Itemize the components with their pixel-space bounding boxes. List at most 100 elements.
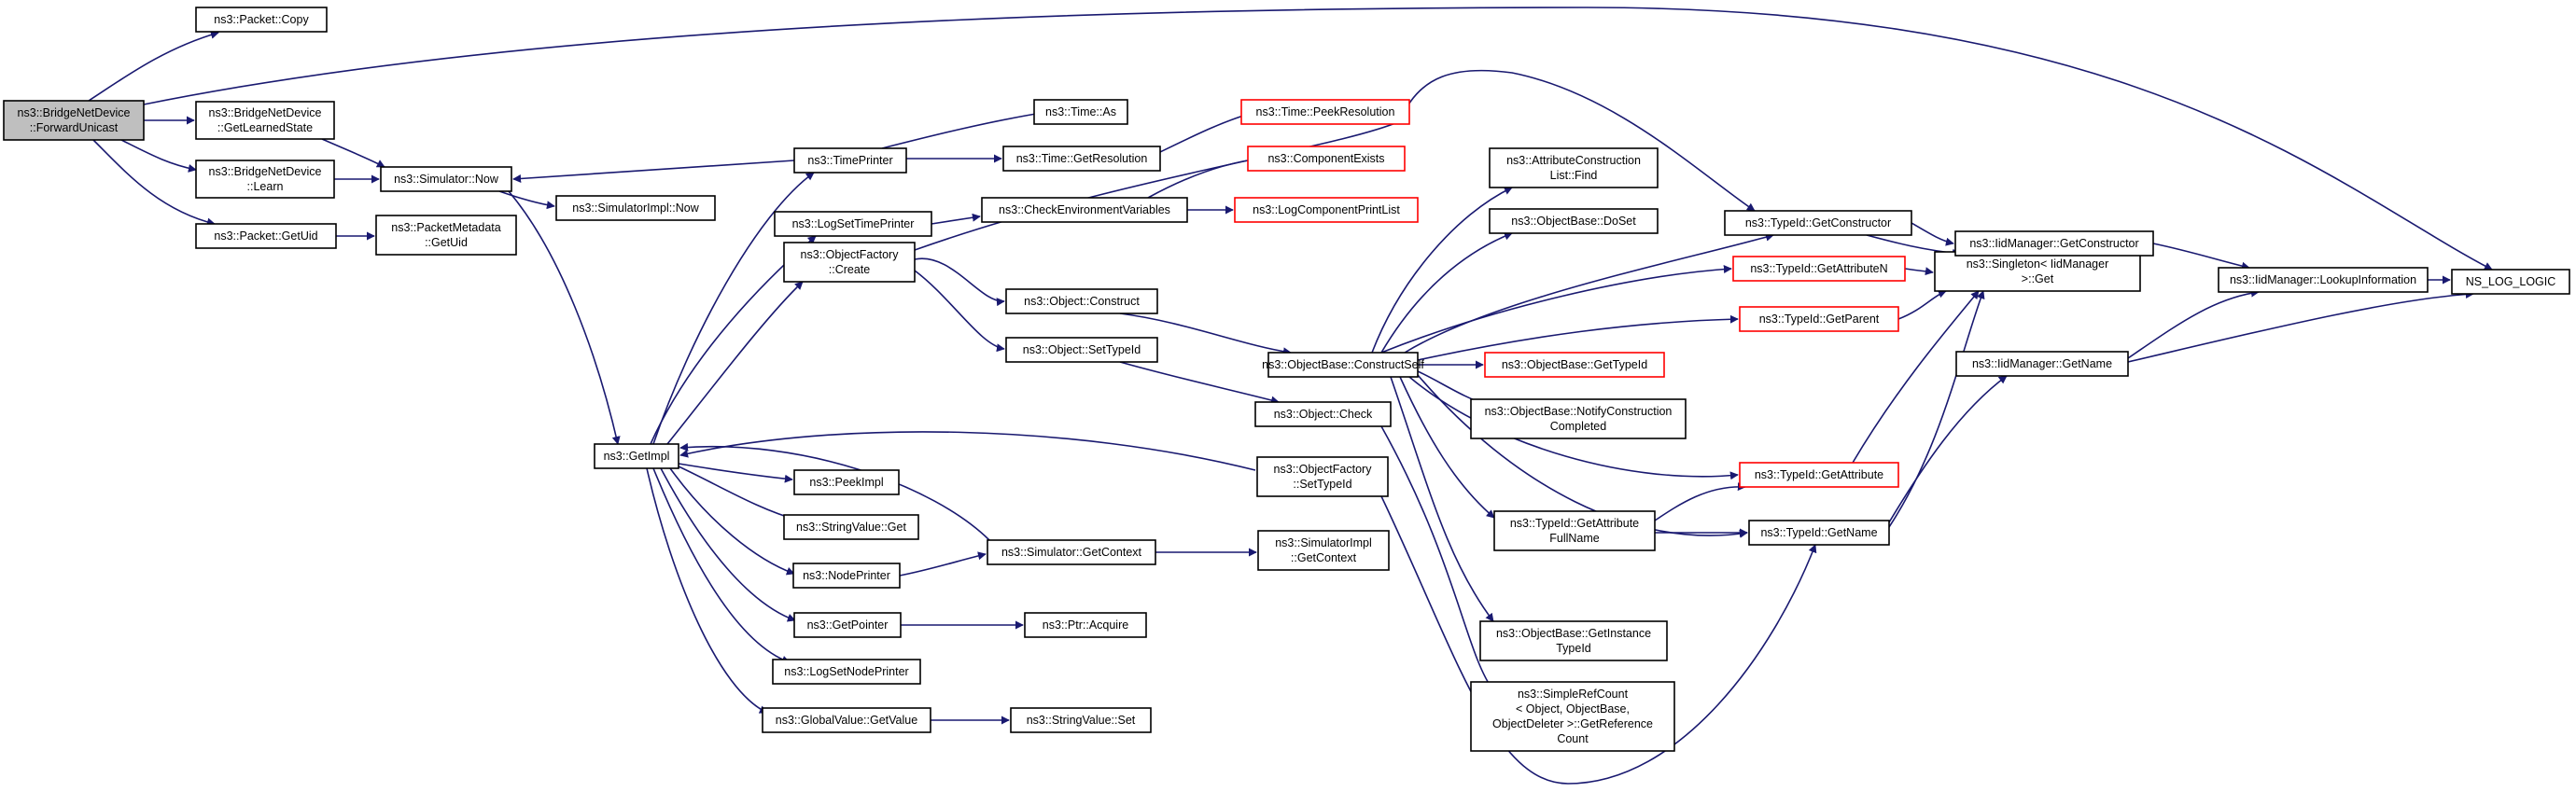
node-getuid[interactable]: ns3::Packet::GetUid [195,223,337,249]
node-notify[interactable]: ns3::ObjectBase::NotifyConstructionCompl… [1470,398,1687,439]
node-compexists[interactable]: ns3::ComponentExists [1247,146,1406,172]
node-box [1254,401,1392,427]
node-objconstruct[interactable]: ns3::Object::Construct [1005,288,1158,314]
node-timeprinter[interactable]: ns3::TimePrinter [793,147,907,174]
node-label: ObjectDeleter >::GetReference [1492,717,1653,730]
node-simnow[interactable]: ns3::Simulator::Now [380,166,512,192]
node-label: ::GetLearnedState [217,121,313,134]
edge-arrow [88,30,219,102]
node-box [762,707,931,733]
node-box [555,195,716,221]
node-objcheck[interactable]: ns3::Object::Check [1254,401,1392,427]
edge-learned-to-simnow [321,138,385,168]
node-gvgetvalue[interactable]: ns3::GlobalValue::GetValue [762,707,931,733]
edge-arrow [1119,361,1280,405]
node-ofsettype[interactable]: ns3::ObjectFactory::SetTypeId [1256,456,1389,497]
node-copy[interactable]: ns3::Packet::Copy [195,7,328,33]
node-singleton[interactable]: ns3::Singleton< IidManager>::Get [1934,251,2141,292]
edge-arrow [498,190,555,210]
node-box [195,7,328,33]
node-getimpl[interactable]: ns3::GetImpl [594,443,679,469]
node-box [1739,462,1899,488]
edge-arrow [1371,187,1513,354]
node-box [793,147,907,174]
edge-ofcreate-to-getconstructor [914,69,1756,251]
node-nslog[interactable]: NS_LOG_LOGIC [2451,269,2570,295]
node-peekres[interactable]: ns3::Time::PeekResolution [1240,99,1410,125]
node-objsettype[interactable]: ns3::Object::SetTypeId [1005,337,1158,363]
edge-arrow [2127,289,2474,363]
node-label: ::Create [829,263,871,276]
node-label: ns3::ObjectBase::GetTypeId [1502,358,1647,371]
node-label: ::SetTypeId [1293,478,1351,491]
node-timeas[interactable]: ns3::Time::As [1033,99,1128,125]
edge-arrow [669,467,795,576]
edge-arrow [914,257,1005,307]
node-root[interactable]: ns3::BridgeNetDevice::ForwardUnicast [3,100,145,141]
edge-root-to-nslog [143,7,2493,271]
node-box [1489,208,1659,234]
edge-getimpl-to-strget [678,466,800,523]
node-label: ns3::SimulatorImpl [1275,536,1372,549]
node-getpointer[interactable]: ns3::GetPointer [793,612,902,638]
node-iidname[interactable]: ns3::IidManager::GetName [1955,351,2129,377]
node-obgettypeid[interactable]: ns3::ObjectBase::GetTypeId [1484,352,1665,378]
node-box [380,166,512,192]
node-timeres[interactable]: ns3::Time::GetResolution [1002,146,1161,172]
node-logsettime[interactable]: ns3::LogSetTimePrinter [774,211,932,237]
edge-constructself-to-acfind [1371,187,1513,354]
edge-arrow [92,139,216,227]
node-strget[interactable]: ns3::StringValue::Get [783,514,919,540]
node-logcomp[interactable]: ns3::LogComponentPrintList [1234,197,1419,223]
node-getparent[interactable]: ns3::TypeId::GetParent [1739,306,1899,332]
node-box [793,469,900,495]
node-box [1484,352,1665,378]
node-box [1479,620,1668,661]
node-box [195,160,335,199]
node-ofcreate[interactable]: ns3::ObjectFactory::Create [783,242,916,283]
node-learn[interactable]: ns3::BridgeNetDevice::Learn [195,160,335,199]
node-box [793,612,902,638]
node-simimplnow[interactable]: ns3::SimulatorImpl::Now [555,195,716,221]
node-getconstructor[interactable]: ns3::TypeId::GetConstructor [1724,210,1912,236]
edge-constructself-to-instance [1390,376,1494,622]
node-label: ns3::LogSetTimePrinter [792,217,915,230]
node-getname[interactable]: ns3::TypeId::GetName [1748,520,1890,546]
node-label: ns3::Time::As [1045,105,1116,118]
node-lookup[interactable]: ns3::IidManager::LookupInformation [2218,267,2429,293]
node-simimplctx[interactable]: ns3::SimulatorImpl::GetContext [1257,530,1390,571]
node-strset[interactable]: ns3::StringValue::Set [1010,707,1152,733]
edge-arrow [1408,376,1739,480]
node-label: ns3::ObjectFactory [1274,463,1373,476]
edge-getattrn-to-singleton [1904,267,1934,276]
node-box [1724,210,1912,236]
node-doset[interactable]: ns3::ObjectBase::DoSet [1489,208,1659,234]
node-pmuid[interactable]: ns3::PacketMetadata::GetUid [375,215,517,256]
node-label: ns3::LogSetNodePrinter [784,665,908,678]
node-logsetnode[interactable]: ns3::LogSetNodePrinter [772,659,921,685]
node-getattr[interactable]: ns3::TypeId::GetAttribute [1739,462,1899,488]
edge-simnow-to-simimplnow [498,190,555,210]
node-iidctor[interactable]: ns3::IidManager::GetConstructor [1954,230,2154,257]
node-ptracquire[interactable]: ns3::Ptr::Acquire [1024,612,1147,638]
node-label: Completed [1550,420,1606,433]
node-simctx[interactable]: ns3::Simulator::GetContext [987,539,1156,565]
edge-arrow [2127,288,2260,359]
node-refcount[interactable]: ns3::SimpleRefCount< Object, ObjectBase,… [1470,681,1675,752]
node-peekimpl[interactable]: ns3::PeekImpl [793,469,900,495]
node-label: ns3::Ptr::Acquire [1043,618,1128,632]
node-label: ns3::SimpleRefCount [1518,688,1629,701]
node-label: ns3::TypeId::GetName [1760,526,1877,539]
edge-arrow [652,467,791,664]
node-nodeprinter[interactable]: ns3::NodePrinter [792,563,901,589]
node-label: ns3::ComponentExists [1267,152,1384,165]
edge-arrow [508,190,621,445]
node-constructself[interactable]: ns3::ObjectBase::ConstructSelf [1262,352,1424,378]
edge-arrow [143,7,2493,271]
node-getattrn[interactable]: ns3::TypeId::GetAttributeN [1732,256,1906,282]
node-learned[interactable]: ns3::BridgeNetDevice::GetLearnedState [195,101,335,140]
node-checkenv[interactable]: ns3::CheckEnvironmentVariables [981,197,1188,223]
